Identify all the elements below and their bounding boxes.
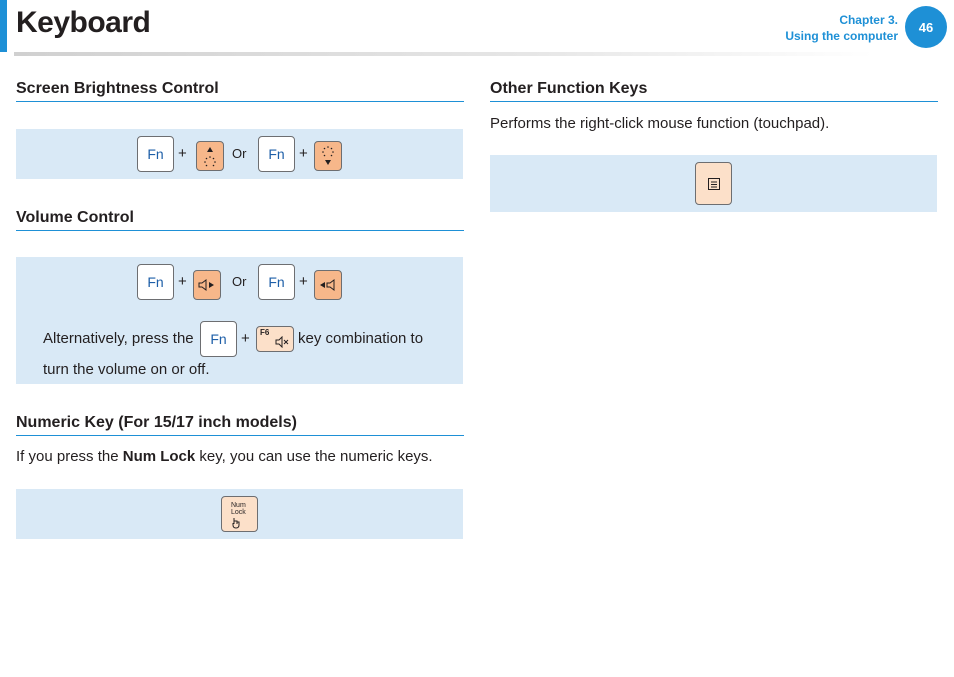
brightness-panel: Fn + Or Fn + — [16, 129, 463, 179]
menu-key — [695, 162, 732, 205]
plus-sign: + — [299, 145, 308, 162]
section-title-brightness: Screen Brightness Control — [16, 80, 464, 102]
mute-icon — [275, 336, 289, 348]
numeric-text-after: key, you can use the numeric keys. — [195, 448, 433, 465]
num-lock-label-line2: Lock — [231, 509, 246, 516]
numeric-text-before: If you press the — [16, 448, 123, 465]
fn-key: Fn — [258, 264, 295, 300]
num-lock-key-label: Num Lock — [231, 502, 246, 516]
volume-down-icon — [198, 279, 214, 291]
brightness-down-icon — [322, 146, 334, 165]
or-label: Or — [232, 146, 247, 161]
fn-key: Fn — [137, 264, 174, 300]
section-title-numeric: Numeric Key (For 15/17 inch models) — [16, 414, 464, 436]
num-lock-emphasis: Num Lock — [122, 448, 196, 465]
brightness-up-key — [196, 141, 224, 171]
header-accent-bar — [0, 0, 7, 52]
numeric-panel: Num Lock — [16, 489, 463, 539]
section-title-other: Other Function Keys — [490, 80, 938, 102]
num-lock-key: Num Lock — [221, 496, 258, 532]
chapter-label: Chapter 3. Using the computer — [785, 12, 898, 44]
fn-key: Fn — [200, 321, 237, 357]
other-description: Performs the right-click mouse function … — [490, 115, 830, 132]
finger-icon — [232, 518, 240, 529]
numeric-description: If you press the Num Lock key, you can u… — [16, 448, 433, 465]
volume-alt-text-line2: turn the volume on or off. — [43, 361, 210, 378]
chapter-title: Using the computer — [785, 29, 898, 43]
volume-up-key — [314, 270, 342, 300]
other-panel — [490, 155, 937, 212]
plus-sign: + — [178, 145, 187, 162]
num-lock-label-line1: Num — [231, 502, 246, 509]
f6-mute-key: F6 — [256, 326, 294, 352]
or-label: Or — [232, 274, 247, 289]
volume-alt-text-before: Alternatively, press the — [43, 330, 194, 347]
plus-sign: + — [241, 330, 250, 347]
chapter-number: Chapter 3. — [839, 13, 898, 27]
page-number-badge: 46 — [905, 6, 947, 48]
volume-panel: Fn + Or Fn + Alternatively, press the Fn… — [16, 257, 463, 384]
page-title: Keyboard — [16, 6, 151, 39]
brightness-up-icon — [204, 147, 216, 167]
volume-alt-text-after: key combination to — [298, 330, 424, 347]
menu-icon — [707, 177, 720, 190]
header-divider — [14, 52, 874, 56]
volume-down-key — [193, 270, 221, 300]
plus-sign: + — [299, 273, 308, 290]
section-title-volume: Volume Control — [16, 209, 464, 231]
fn-key: Fn — [137, 136, 174, 172]
brightness-down-key — [314, 141, 342, 171]
f6-label: F6 — [260, 328, 270, 337]
plus-sign: + — [178, 273, 187, 290]
fn-key: Fn — [258, 136, 295, 172]
volume-up-icon — [320, 279, 335, 291]
